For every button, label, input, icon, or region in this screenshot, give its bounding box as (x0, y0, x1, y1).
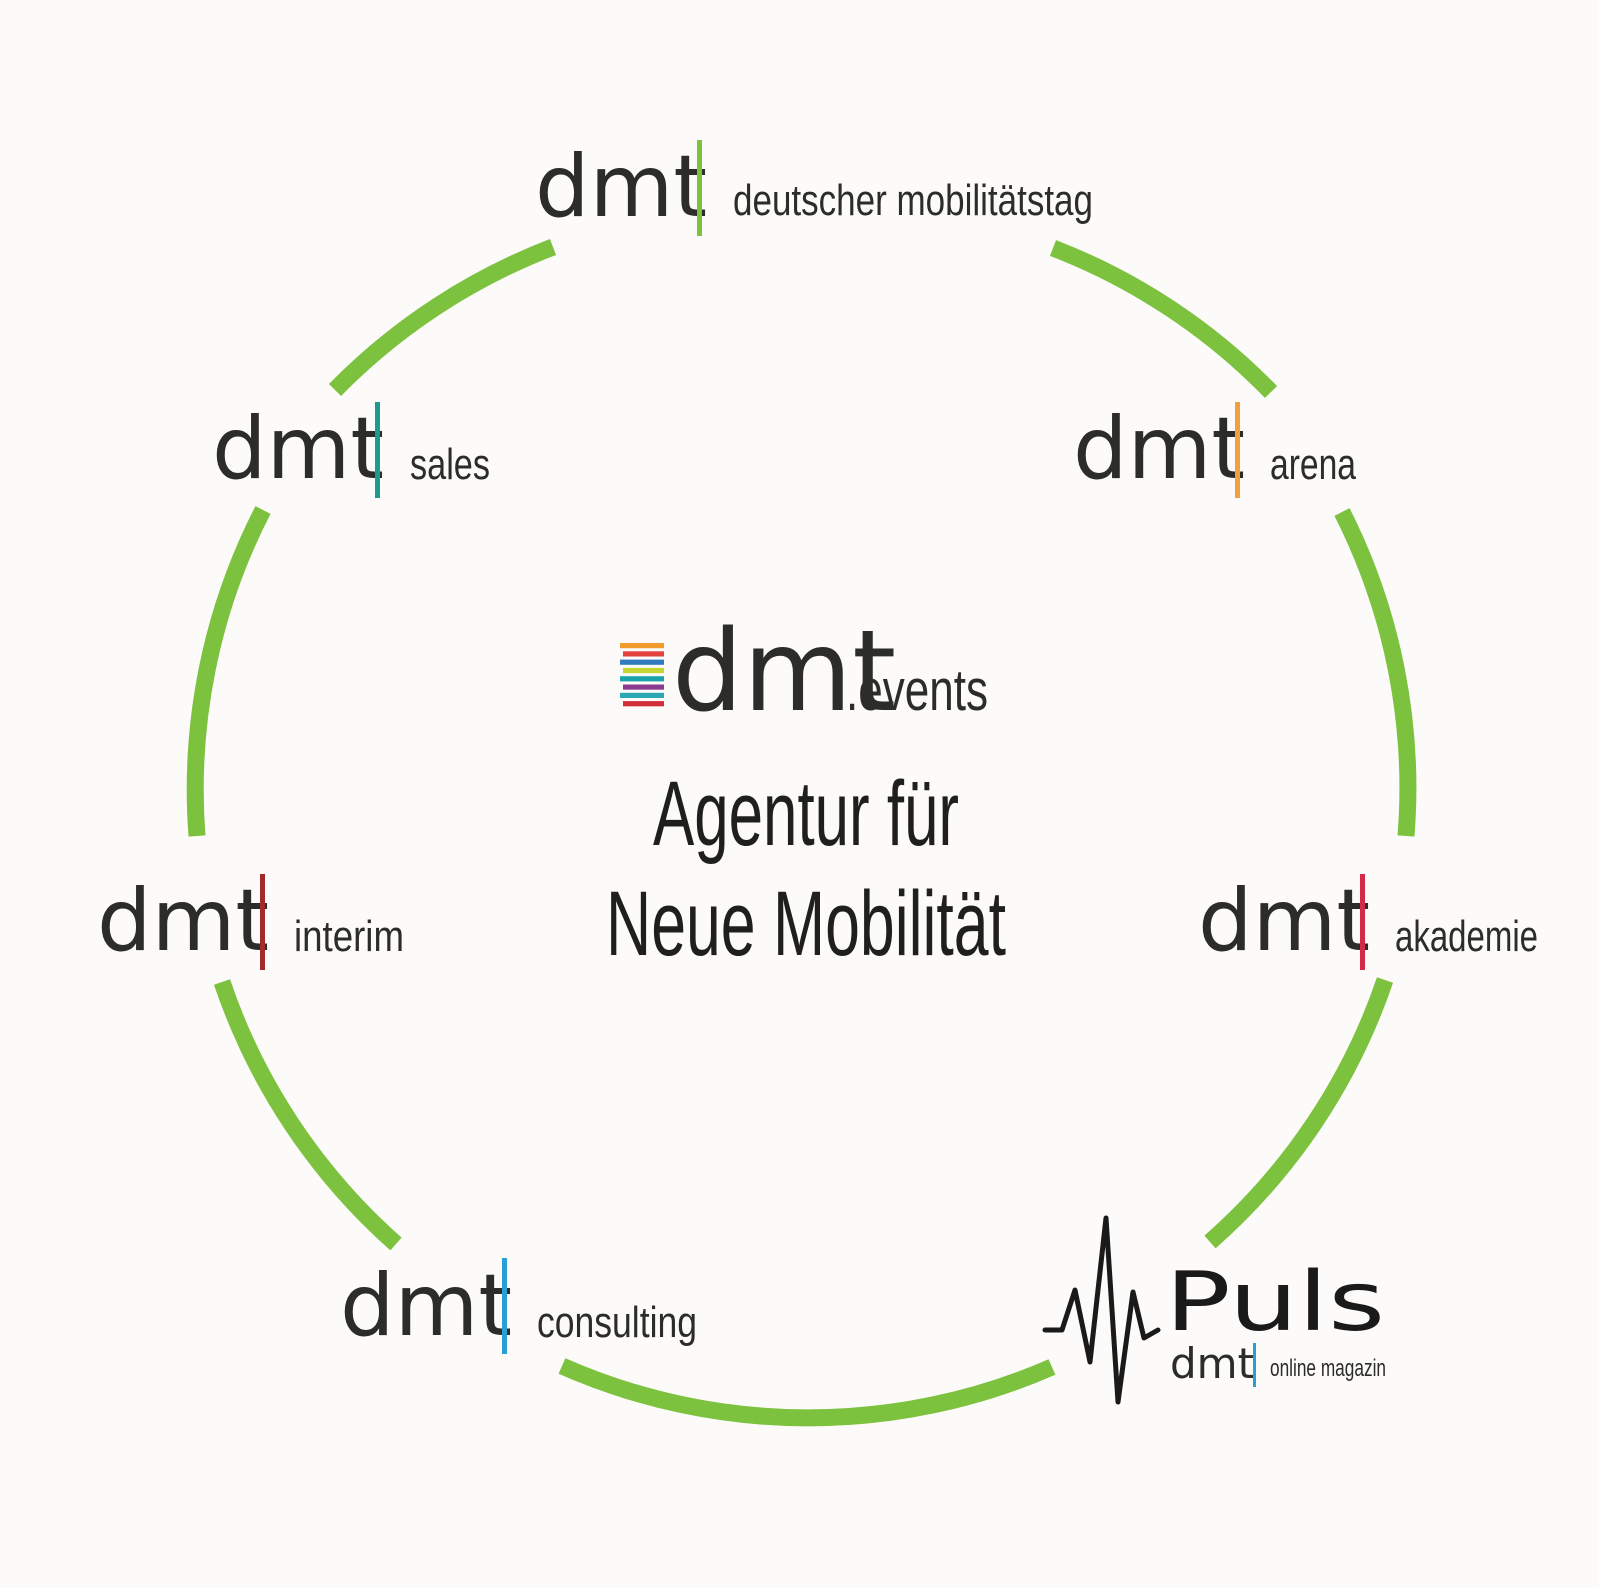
ring-arc-bottom (558, 1358, 1056, 1427)
node-brand: dmt (212, 399, 384, 499)
logo-stripe (623, 667, 664, 674)
node-divider (375, 402, 380, 498)
puls-subtitle: online magazin (1270, 1355, 1386, 1382)
ring-arc-right-upper (1334, 508, 1417, 837)
node-divider (697, 140, 702, 236)
node-sales: dmt sales (212, 399, 490, 499)
node-label: deutscher mobilitätstag (733, 176, 1093, 225)
node-consulting: dmt consulting (340, 1256, 697, 1356)
logo-suffix: .events (846, 658, 988, 723)
node-arena: dmt arena (1073, 399, 1356, 499)
puls-brand: dmt (1170, 1339, 1254, 1388)
logo-stripe (620, 659, 664, 665)
logo-stripe (623, 701, 664, 707)
node-brand: dmt (97, 871, 269, 971)
ring-arc-left-lower (213, 979, 402, 1251)
tagline-line-2: Neue Mobilität (606, 873, 1006, 975)
node-label: consulting (537, 1298, 697, 1347)
node-akademie: dmt akademie (1198, 871, 1538, 971)
puls-title: Puls (1165, 1255, 1385, 1350)
node-divider (1235, 402, 1240, 498)
node-brand: dmt (535, 137, 707, 237)
logo-stripe (620, 676, 664, 682)
logo-stripes-icon (620, 643, 664, 707)
ring-arc-top-left (328, 239, 557, 396)
tagline-line-1: Agentur für (653, 763, 959, 865)
node-brand: dmt (1198, 871, 1370, 971)
node-label: akademie (1395, 912, 1538, 961)
node-label: sales (410, 440, 490, 489)
ring-arc-right-lower (1204, 977, 1394, 1249)
ring (186, 239, 1417, 1427)
node-brand: dmt (340, 1256, 512, 1356)
puls-divider (1253, 1343, 1256, 1387)
ring-arc-top-right (1049, 240, 1278, 398)
logo-stripe (623, 684, 664, 690)
logo-brand: dmt (672, 607, 896, 737)
node-divider (260, 874, 265, 970)
center-logo: dmt .events (620, 607, 988, 737)
node-brand: dmt (1073, 399, 1245, 499)
logo-stripe (620, 692, 664, 698)
node-label: interim (294, 912, 404, 961)
node-divider (502, 1258, 507, 1354)
center-tagline: Agentur für Neue Mobilität (606, 763, 1006, 975)
node-deutscher-mobilitaetstag: dmt deutscher mobilitätstag (535, 137, 1093, 237)
puls-logo: Puls dmt online magazin (1042, 1215, 1386, 1405)
logo-stripe (623, 651, 664, 657)
node-interim: dmt interim (97, 871, 404, 971)
ring-arc-left-upper (186, 506, 271, 837)
logo-stripe (620, 643, 664, 649)
node-divider (1360, 874, 1365, 970)
node-label: arena (1270, 440, 1356, 489)
pulse-wave-icon (1042, 1215, 1161, 1405)
